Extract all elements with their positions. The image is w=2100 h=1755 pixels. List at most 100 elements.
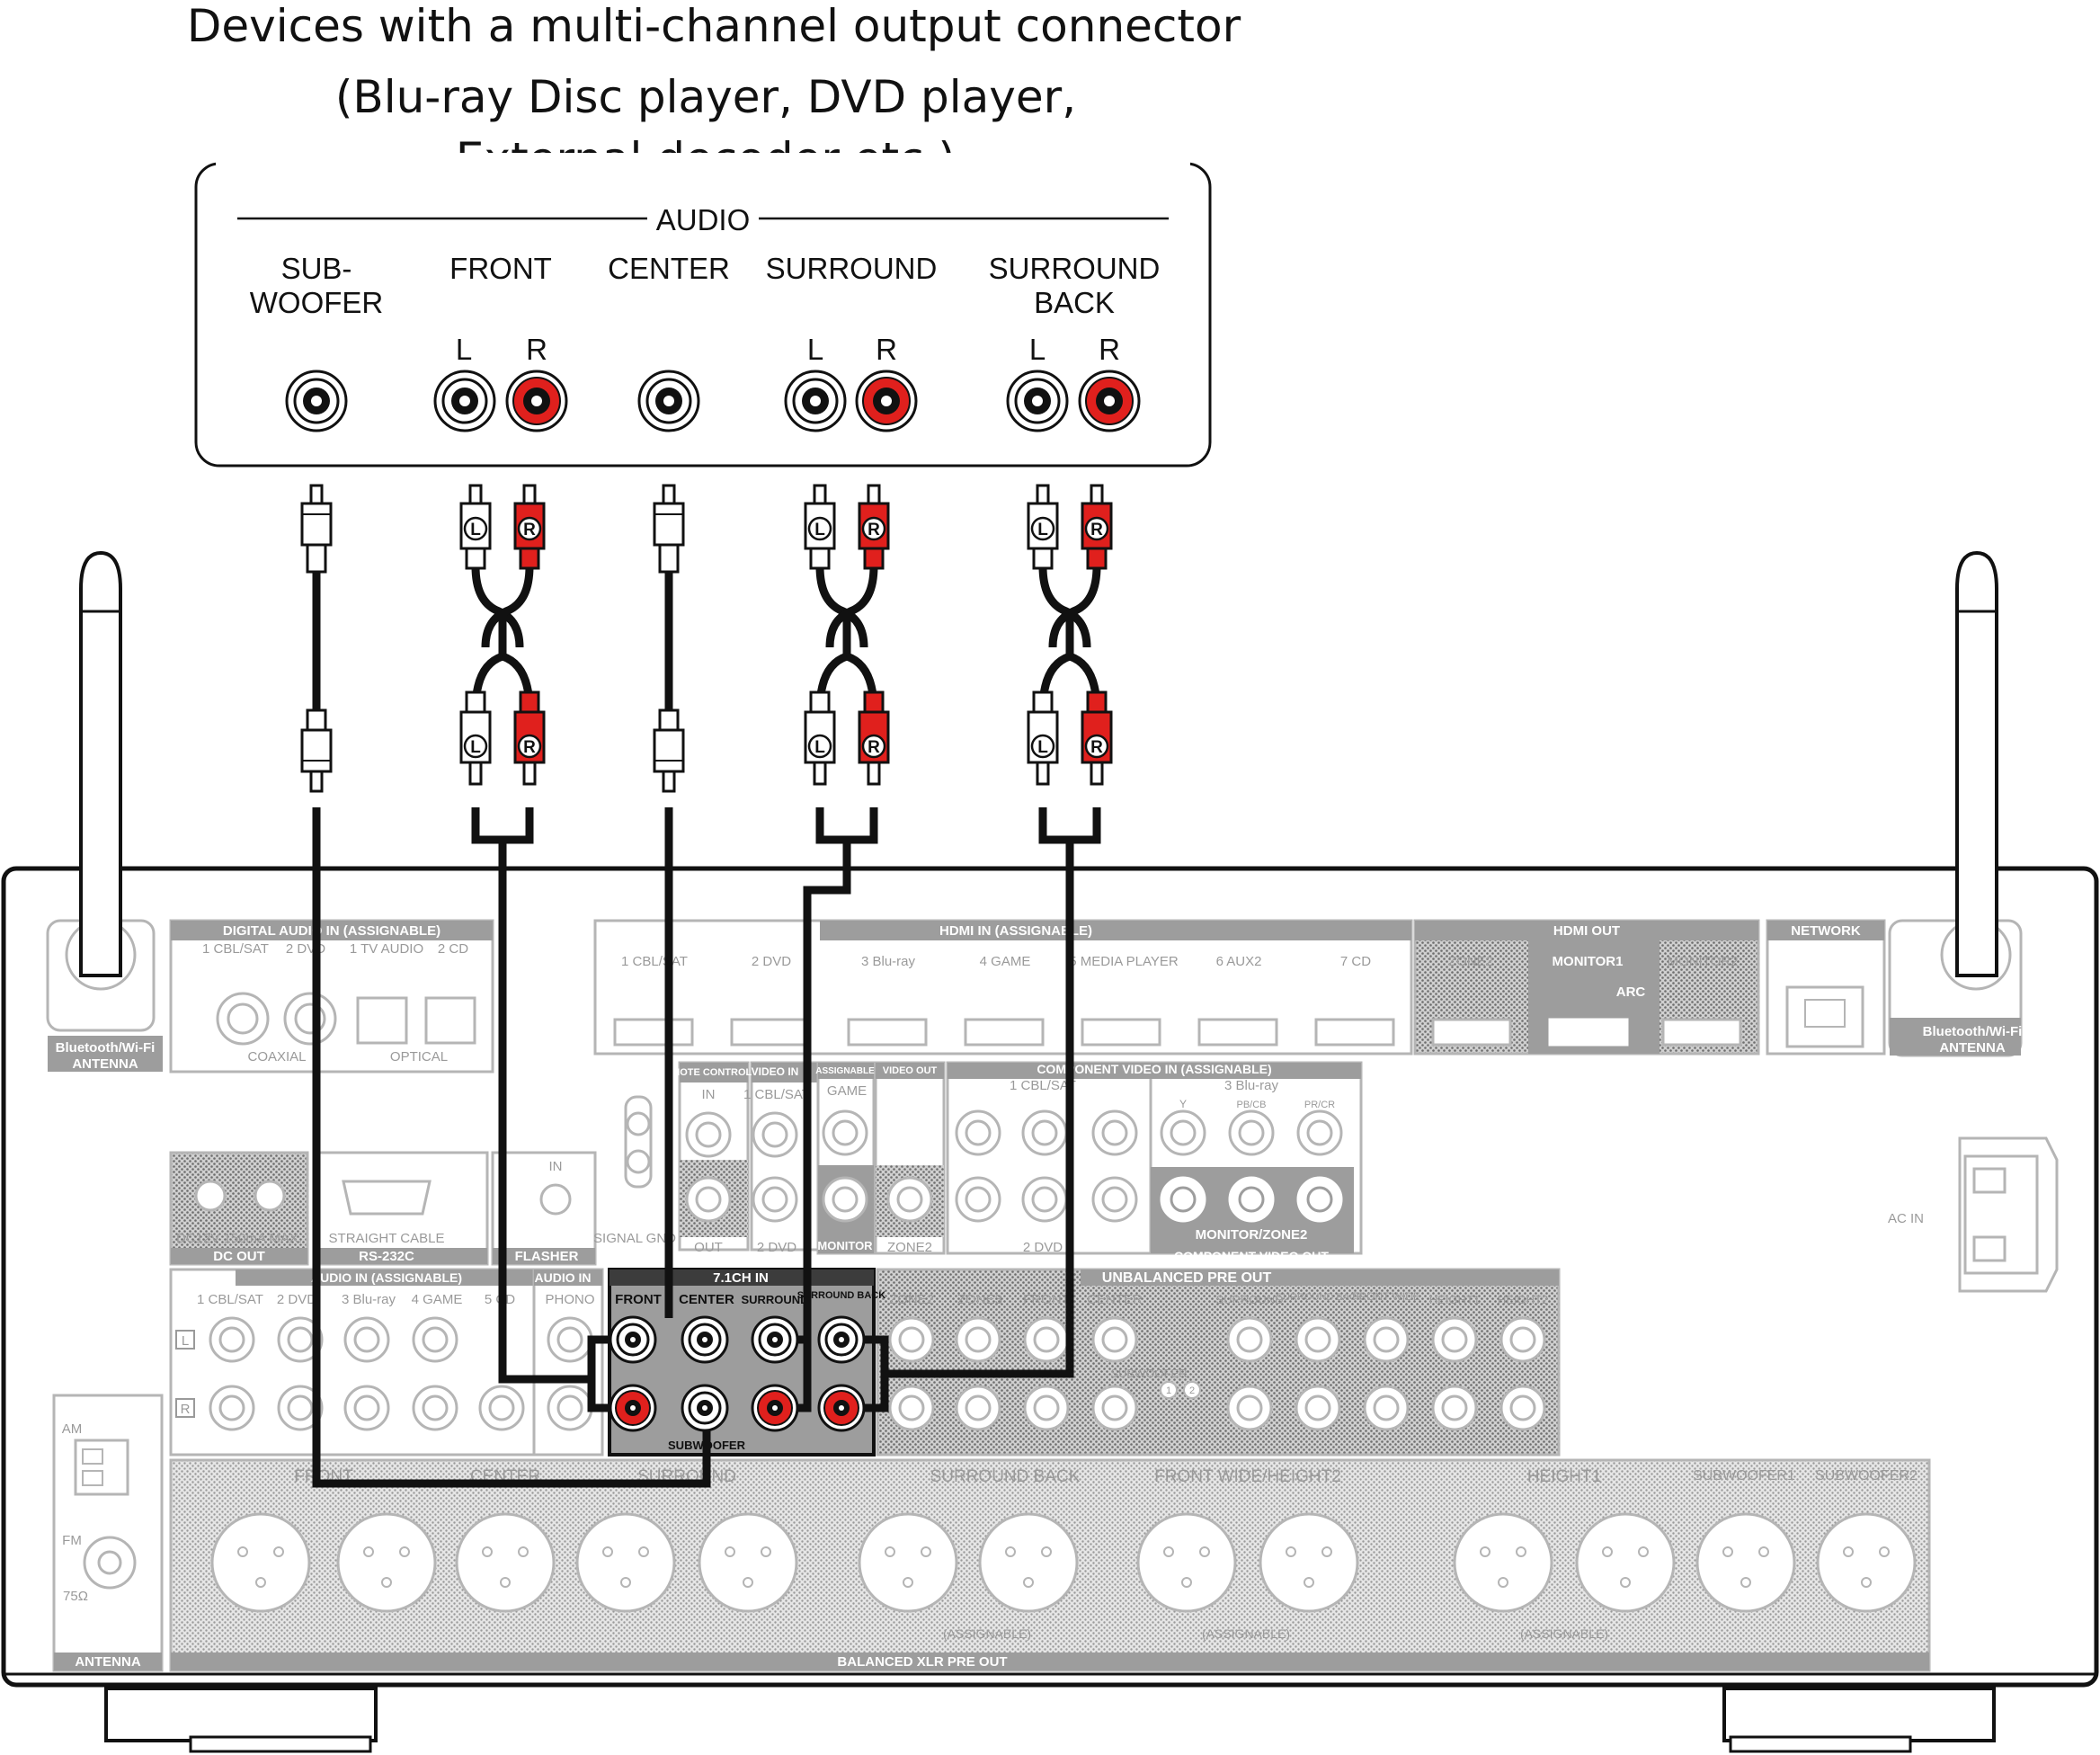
digital-in-4: 2 CD [438,941,468,957]
multich-jack-front-l [609,1315,657,1364]
multich-center-label: CENTER [679,1292,734,1307]
hdmi-in-section [593,919,1413,1056]
receiver-feet [104,1687,1996,1753]
video-out-label: VIDEO OUT [883,1065,938,1076]
plug-badges: L R L R L R L R L R L R [463,516,1109,759]
assignable-label: ASSIGNABLE [815,1066,875,1076]
multich-front-label: FRONT [615,1292,662,1307]
xlr-assignable-3: (ASSIGNABLE) [1520,1626,1608,1641]
surround-r-label: R [876,333,897,366]
front-r-label: R [526,333,547,366]
subwoofer-label-2: WOOFER [250,286,383,319]
multich-surround-label: SURROUND [741,1293,808,1306]
video-section [678,1061,1363,1255]
front-bottom-r-badge: R [523,738,536,757]
analog-in-4: 4 GAME [412,1292,463,1307]
wifi-antenna-left [46,550,156,1032]
surround-back-l-label: L [1029,333,1046,366]
analog-in-3: 3 Blu-ray [342,1292,396,1307]
component-video-in-label: COMPONENT VIDEO IN (ASSIGNABLE) [1037,1062,1271,1076]
component-y-label: Y [1179,1098,1187,1110]
hdmi-out-label: HDMI OUT [1553,923,1620,939]
surround-label: SURROUND [766,252,938,285]
analog-in-1: 1 CBL/SAT [197,1292,263,1307]
analog-audio-in-section [169,1268,604,1457]
subwoofer-label-1: SUB- [281,252,352,285]
audio-section-label: AUDIO [656,203,751,236]
cable-surround-back-pair [863,566,1101,1412]
rs232c-section [313,1151,489,1266]
pre-out-surround: SURROUND [1215,1293,1283,1306]
source-jack-surround-back-r [1078,370,1141,432]
multich-jack-surround-back-l [817,1315,866,1364]
component-item-2: 2 DVD [1023,1240,1063,1255]
balanced-xlr-section [169,1458,1931,1672]
hdmi-in-7: 7 CD [1340,954,1371,969]
audio-in-assignable-label: AUDIO IN (ASSIGNABLE) [311,1270,462,1285]
pre-out-subwoofer: SUBWOOFER [1110,1367,1187,1380]
component-video-out-label: COMPONENT VIDEO OUT [1174,1249,1329,1263]
digital-in-3: 1 TV AUDIO [350,941,423,957]
pre-out-front: FRONT [1023,1292,1070,1307]
row-r-label: R [181,1402,191,1417]
hdmi-in-4: 4 GAME [980,954,1031,969]
xlr-subwoofer1-label: SUBWOOFER1 [1693,1468,1795,1483]
source-jack-surround-back-l [1006,370,1069,432]
digital-audio-in-label: DIGITAL AUDIO IN (ASSIGNABLE) [223,923,440,939]
hdmi-in-5: 5 MEDIA PLAYER [1069,954,1179,969]
remote-control-label: REMOTE CONTROL [658,1067,752,1078]
hdmi-in-3: 3 Blu-ray [861,954,916,969]
component-item-1: 1 CBL/SAT [1010,1078,1076,1093]
video-in-1: 1 CBL/SAT [743,1087,810,1102]
antenna-fm-label: FM [62,1533,82,1548]
analog-in-2: 2 DVD [277,1292,316,1307]
ac-in-label: AC IN [1888,1211,1924,1226]
flasher-label: FLASHER [515,1249,579,1264]
pre-out-center: CENTER [1087,1292,1143,1307]
pre-out-sub-1: 1 [1166,1385,1171,1396]
dc-out-label: DC OUT [213,1249,265,1264]
multich-jack-front-r [609,1384,657,1432]
front-label: FRONT [449,252,552,285]
wifi-antenna-right [1888,550,2023,1057]
remote-out-label: OUT [694,1240,723,1255]
xlr-height1-label: HEIGHT1 [1527,1467,1601,1486]
unbalanced-pre-out-section [876,1268,1561,1457]
source-jack-surround-r [855,370,918,432]
xlr-front-wide-height2-label: FRONT WIDE/HEIGHT2 [1154,1467,1341,1486]
surround-back-bottom-l-badge: L [1037,738,1048,757]
multich-in-label: 7.1CH IN [713,1270,769,1286]
surround-bottom-l-badge: L [814,738,825,757]
bt-antenna-left-1: Bluetooth/Wi-Fi [56,1040,156,1056]
antenna-section [52,1394,164,1672]
xlr-assignable-2: (ASSIGNABLE) [1202,1626,1290,1641]
pre-out-height2: HEIGHT2 [1498,1293,1548,1306]
multich-surround-back-label: SURROUND BACK [797,1290,885,1301]
source-jack-center [637,370,700,432]
multich-jack-surround-l [751,1315,799,1364]
rs232c-label: RS-232C [359,1249,414,1264]
component-pb-label: PB/CB [1236,1100,1266,1110]
audio-in-label: AUDIO IN [535,1270,592,1285]
xlr-subwoofer2-label: SUBWOOFER2 [1815,1468,1918,1483]
multich-jack-surround-back-r [817,1384,866,1432]
surround-back-top-l-badge: L [1037,521,1048,539]
pre-out-surround-back: SURROUND BACK [1277,1292,1364,1303]
digital-in-1: 1 CBL/SAT [202,941,269,957]
surround-back-top-r-badge: R [1090,521,1103,539]
hdmi-in-2: 2 DVD [752,954,791,969]
multich-jack-subwoofer [681,1384,729,1432]
antenna-ohm-label: 75Ω [63,1589,88,1604]
game-label: GAME [827,1083,867,1099]
bt-antenna-left-2: ANTENNA [72,1056,138,1072]
cable-center [653,484,685,1318]
front-plugs [459,484,546,786]
pre-out-zone2: ZONE2 [889,1292,934,1307]
straight-cable-label: STRAIGHT CABLE [329,1231,445,1246]
surround-top-r-badge: R [868,521,880,539]
source-jack-surround-l [784,370,847,432]
source-jack-front-l [433,370,496,432]
monitor-label: MONITOR [817,1239,873,1252]
surround-back-label-2: BACK [1034,286,1115,319]
